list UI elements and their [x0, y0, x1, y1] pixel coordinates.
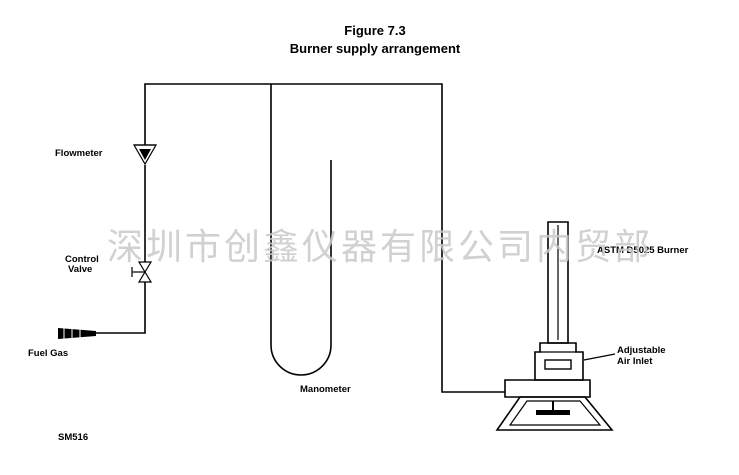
- flowmeter-label: Flowmeter: [55, 148, 103, 159]
- manometer-label: Manometer: [300, 384, 351, 395]
- air-inlet-label-1: Adjustable: [617, 345, 666, 356]
- valve-to-nozzle-pipe: [96, 282, 146, 334]
- watermark: 深圳市创鑫仪器有限公司内贸部: [107, 227, 653, 268]
- control-valve-label-2: Valve: [68, 264, 92, 275]
- burner-label: ASTM D5025 Burner: [597, 245, 689, 256]
- control-valve-label-1: Control: [65, 254, 99, 265]
- manometer-tube: [270, 84, 332, 376]
- figure-title: Burner supply arrangement: [290, 41, 461, 56]
- figure-code: SM516: [58, 432, 88, 443]
- control-valve-icon: [131, 261, 153, 283]
- figure-number: Figure 7.3: [344, 23, 405, 38]
- supply-pipe: [144, 83, 505, 393]
- flowmeter-icon: [132, 144, 158, 166]
- burner-icon: [495, 221, 614, 431]
- air-inlet-leader: [583, 353, 616, 361]
- fuel-gas-nozzle-icon: [58, 328, 96, 339]
- fuel-gas-label: Fuel Gas: [28, 348, 68, 359]
- air-inlet-label-2: Air Inlet: [617, 356, 653, 367]
